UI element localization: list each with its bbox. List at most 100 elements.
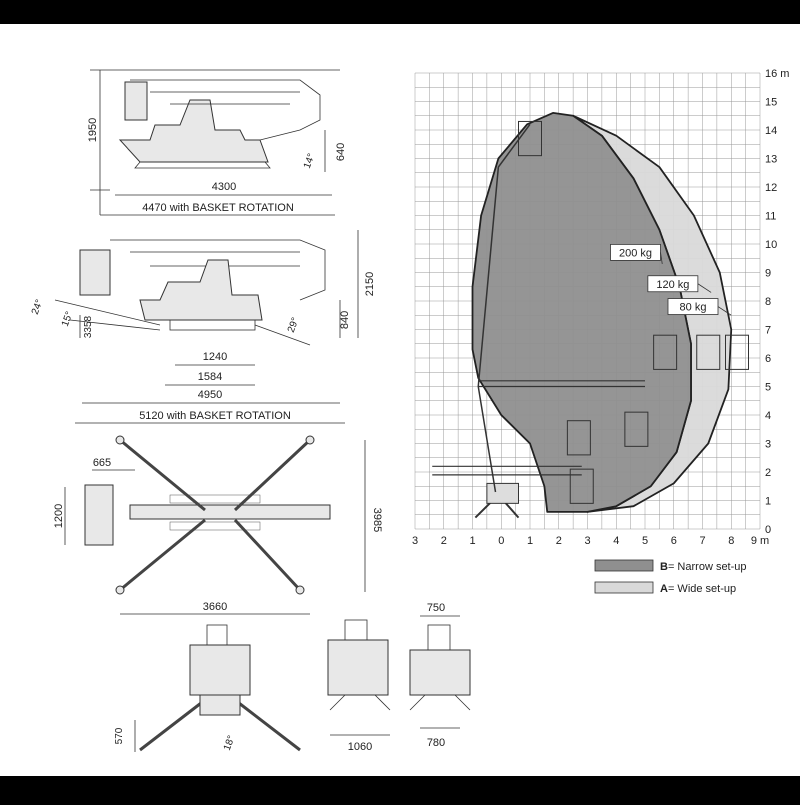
machine-body-stowed <box>118 99 269 163</box>
dim-plan-length: 3660 <box>203 601 227 613</box>
y-tick-label: 11 <box>765 211 776 223</box>
y-tick-label: 13 <box>765 154 777 166</box>
dim-stowed-angle: 14° <box>302 152 318 170</box>
chart-x-ticks: 3 2 1 0 1 2 3 4 5 6 7 8 9 m <box>412 535 769 547</box>
dim-front-width-a: 1060 <box>348 741 372 753</box>
x-tick-label: 0 <box>498 535 504 547</box>
y-tick-label: 10 <box>765 239 777 251</box>
dim-track-a: 1240 <box>203 351 227 363</box>
front-view-compact: 750 780 <box>409 602 471 749</box>
y-tick-label: 2 <box>765 467 771 479</box>
load-leader <box>717 306 732 316</box>
y-tick-label: 0 <box>765 524 771 536</box>
load-label: 80 kg <box>680 302 707 314</box>
dim-stowed-height: 1950 <box>87 118 99 142</box>
dim-stowed-right-height: 640 <box>335 143 347 161</box>
y-tick-label: 12 <box>765 182 777 194</box>
legend-label: B= Narrow set-up <box>660 561 747 573</box>
basket-side <box>79 249 111 296</box>
x-tick-label: 1 <box>527 535 533 547</box>
dim-front-width-b-top: 750 <box>427 602 445 614</box>
load-label: 120 kg <box>656 279 689 291</box>
dim-angle-c: 29° <box>286 316 302 334</box>
x-tick-label: 2 <box>441 535 447 547</box>
basket-position <box>653 334 678 370</box>
y-tick-label: 3 <box>765 439 771 451</box>
outriggers-front-wide <box>139 698 301 752</box>
track-stowed <box>134 161 271 169</box>
plan-view: 665 1200 3985 3660 <box>53 435 383 615</box>
dim-basket-height: 1200 <box>53 504 65 528</box>
boom-stowed <box>130 79 321 141</box>
base-body <box>486 482 519 504</box>
basket-plan <box>84 484 114 546</box>
load-leader <box>697 283 712 293</box>
y-tick-label: 16 m <box>765 68 789 80</box>
dim-front-height: 570 <box>114 727 125 744</box>
dim-stowed-length-basket: 4470 with BASKET ROTATION <box>142 202 294 214</box>
machine-silhouette <box>432 120 749 519</box>
chart-load-labels: 200 kg 120 kg 80 kg <box>610 243 732 316</box>
x-tick-label: 9 m <box>751 535 769 547</box>
boom-low <box>432 465 582 476</box>
dim-length-basket: 5120 with BASKET ROTATION <box>139 410 291 422</box>
y-tick-label: 8 <box>765 296 771 308</box>
dim-left-height: 3358 <box>83 315 94 338</box>
y-tick-label: 4 <box>765 410 771 422</box>
dim-angle-a: 24° <box>30 298 46 316</box>
load-label: 200 kg <box>619 247 652 259</box>
x-tick-label: 2 <box>556 535 562 547</box>
basket-position <box>569 468 594 504</box>
y-tick-label: 14 <box>765 125 777 137</box>
x-tick-label: 8 <box>728 535 734 547</box>
chart-legend: B= Narrow set-upA= Wide set-up <box>594 559 747 595</box>
boom-vertical <box>477 123 531 493</box>
outriggers-side <box>54 299 311 346</box>
y-tick-label: 15 <box>765 97 777 109</box>
dim-front-angle: 18° <box>222 734 238 752</box>
dim-stowed-length: 4300 <box>212 181 236 193</box>
dim-basket-width: 665 <box>93 457 111 469</box>
y-tick-label: 6 <box>765 353 771 365</box>
y-tick-label: 7 <box>765 325 771 337</box>
dim-angle-b: 15° <box>60 310 76 328</box>
x-tick-label: 1 <box>469 535 475 547</box>
dim-plan-width: 3985 <box>371 508 383 532</box>
dim-front-width-b-bottom: 780 <box>427 737 445 749</box>
dim-track-b: 1584 <box>198 371 222 383</box>
basket-position <box>696 334 721 370</box>
boom-mid <box>478 380 645 388</box>
basket-position <box>518 120 542 157</box>
x-tick-label: 6 <box>671 535 677 547</box>
basket-position <box>725 334 749 370</box>
basket-front-compact <box>409 649 471 696</box>
basket-position <box>566 420 591 456</box>
x-tick-label: 3 <box>584 535 590 547</box>
y-tick-label: 1 <box>765 496 771 508</box>
dim-length: 4950 <box>198 389 222 401</box>
basket-stowed <box>124 81 148 121</box>
x-tick-label: 5 <box>642 535 648 547</box>
front-view-narrow: 1060 <box>327 619 391 753</box>
x-tick-label: 4 <box>613 535 619 547</box>
boom-plan <box>129 504 331 520</box>
x-tick-label: 3 <box>412 535 418 547</box>
x-tick-label: 7 <box>699 535 705 547</box>
legend-swatch <box>594 559 654 572</box>
basket-position <box>624 411 649 447</box>
dim-total-height: 2150 <box>364 272 376 296</box>
load-leader <box>660 252 663 265</box>
body-plan-bottom <box>169 521 261 531</box>
front-view-wide: 570 18° <box>114 624 301 752</box>
dim-right-height: 840 <box>339 311 351 329</box>
legend-swatch <box>594 581 654 594</box>
y-tick-label: 9 <box>765 268 771 280</box>
side-view-stowed: 1950 640 14° 4300 4470 with BASKET ROTAT… <box>87 69 347 216</box>
basket-front-wide <box>189 644 251 696</box>
outriggers-plan <box>119 438 312 592</box>
basket-front-narrow <box>327 639 389 696</box>
